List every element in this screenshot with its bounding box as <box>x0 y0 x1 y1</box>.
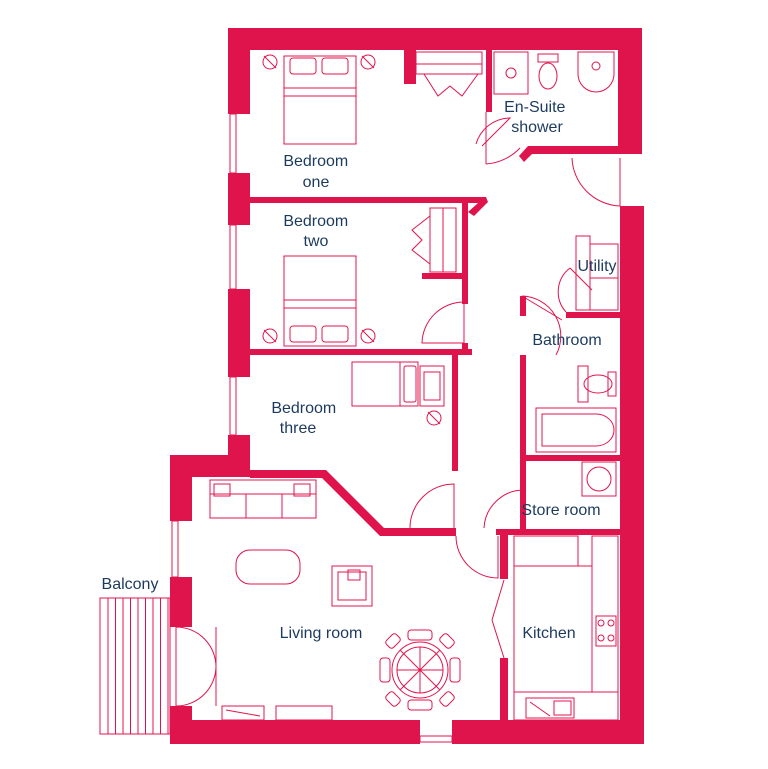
toilet-icon <box>537 53 559 90</box>
coffee-table-icon <box>235 549 301 585</box>
nightstand-lamp-icon <box>262 328 376 344</box>
room-labels: Bedroom one En-Suite shower Bedroom two … <box>102 99 617 642</box>
label-balcony: Balcony <box>102 576 159 593</box>
armchair-icon <box>331 565 373 607</box>
toilet-icon <box>583 371 617 397</box>
label-store-room: Store room <box>521 502 600 519</box>
bathtub-icon <box>535 407 617 453</box>
label-bedroom-two: Bedroom two <box>283 213 352 250</box>
desk-icon <box>419 365 445 426</box>
bed-single-icon <box>351 361 419 407</box>
kitchen-counter-icon <box>513 535 619 721</box>
dining-table-icon <box>379 629 461 711</box>
shower-icon <box>493 51 529 95</box>
wardrobe-icon <box>415 51 483 97</box>
tv-unit-icon <box>221 705 333 721</box>
doors <box>175 112 621 707</box>
kitchen-sink-icon <box>525 697 575 719</box>
windows <box>171 113 453 743</box>
wardrobe-icon <box>411 207 457 273</box>
label-bathroom: Bathroom <box>532 332 601 349</box>
bed-double-icon <box>283 55 357 145</box>
sink-icon <box>577 51 615 93</box>
label-bedroom-three: Bedroom three <box>271 400 340 437</box>
furniture <box>209 51 619 721</box>
balcony <box>99 597 171 735</box>
nightstand-lamp-icon <box>262 54 376 70</box>
label-ensuite: En-Suite shower <box>504 99 570 136</box>
hob-icon <box>595 615 617 647</box>
label-kitchen: Kitchen <box>522 625 575 642</box>
washing-machine-icon <box>575 235 619 311</box>
walls <box>170 28 644 744</box>
boiler-icon <box>581 461 617 497</box>
label-utility: Utility <box>577 258 616 275</box>
sink-icon <box>577 365 589 403</box>
sofa-icon <box>209 479 317 519</box>
bed-double-icon <box>283 255 357 347</box>
label-bedroom-one: Bedroom one <box>283 153 352 191</box>
label-living-room: Living room <box>280 625 363 642</box>
